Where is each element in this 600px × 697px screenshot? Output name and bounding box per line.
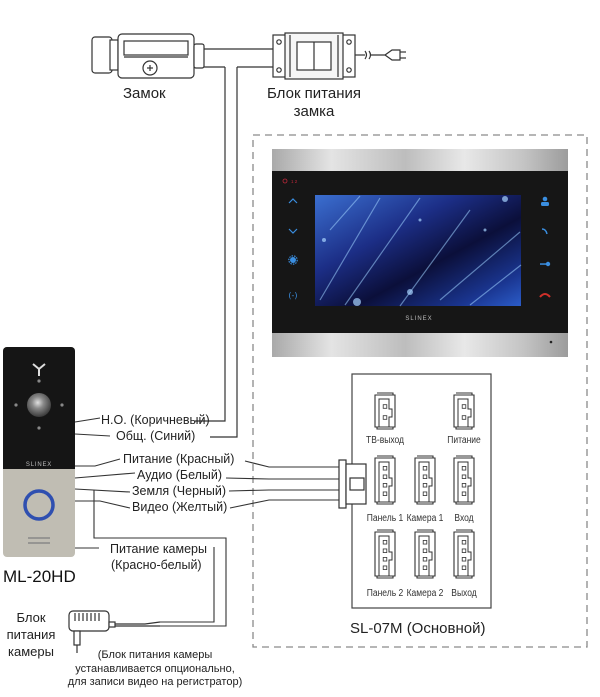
wire-label-audio: Аудио (Белый) bbox=[137, 468, 223, 482]
connector-label: Панель 2 bbox=[366, 588, 404, 599]
microphone-hole bbox=[549, 340, 553, 344]
connector-pin bbox=[382, 540, 388, 545]
connector-pin bbox=[382, 483, 388, 488]
connector-label: Камера 2 bbox=[406, 588, 444, 599]
connector-pin bbox=[461, 548, 467, 553]
note-line3: для записи видео на регистратор) bbox=[67, 676, 243, 688]
key-icon[interactable] bbox=[540, 261, 551, 267]
connector-pin bbox=[422, 474, 428, 479]
lock-label: Замок bbox=[123, 85, 166, 102]
camera-power-supply-icon bbox=[68, 610, 161, 653]
connector-5 bbox=[453, 455, 475, 505]
connector-pin bbox=[461, 557, 467, 562]
connector-pin bbox=[382, 491, 388, 496]
connector-pin bbox=[461, 404, 467, 409]
wire-label-common: Общ. (Синий) bbox=[116, 429, 196, 443]
user-icon[interactable] bbox=[541, 196, 549, 206]
connector-pin bbox=[422, 483, 428, 488]
camera-power-supply-label-line2: питания bbox=[6, 627, 56, 642]
connector-pin bbox=[422, 466, 428, 471]
wire-label-camera-power: Питание камеры bbox=[110, 542, 207, 556]
wires-panel-to-monitor bbox=[225, 460, 339, 509]
monitor: SLINEX 1 2 (-) bbox=[272, 149, 568, 357]
camera-power-supply-label-line3: камеры bbox=[8, 644, 54, 659]
lock-power-supply-label: Блок питания замка bbox=[262, 85, 366, 121]
connector-label: Панель 1 bbox=[366, 513, 404, 524]
connector-pin bbox=[382, 466, 388, 471]
connector-pin bbox=[422, 557, 428, 562]
call-button-ring[interactable] bbox=[23, 489, 55, 521]
monitor-model-label: SL-07M (Основной) bbox=[350, 620, 486, 637]
connector-label: Вход bbox=[454, 513, 474, 524]
connector-pin bbox=[382, 548, 388, 553]
connector-pin bbox=[461, 474, 467, 479]
wire-label-ground: Земля (Черный) bbox=[132, 484, 227, 498]
call-answer-icon[interactable] bbox=[541, 228, 548, 235]
camera-power-supply-label: Блок питания камеры bbox=[0, 609, 62, 660]
panel-model-label: ML-20HD bbox=[3, 567, 76, 586]
call-end-icon[interactable] bbox=[539, 293, 551, 298]
connector-pin bbox=[382, 404, 388, 409]
note-line1: (Блок питания камеры bbox=[97, 649, 213, 661]
camera-power-supply-label-line1: Блок bbox=[16, 610, 46, 625]
wire-label-video: Видео (Желтый) bbox=[132, 500, 228, 514]
connector-pin bbox=[461, 483, 467, 488]
connector-pin bbox=[382, 415, 388, 420]
connector-pin bbox=[422, 548, 428, 553]
connector-pin bbox=[461, 565, 467, 570]
wire-label-no: Н.О. (Коричневый) bbox=[101, 413, 210, 427]
monitor-enclosure bbox=[252, 134, 588, 648]
panel-leader-lines bbox=[74, 417, 227, 627]
connector-pin bbox=[422, 491, 428, 496]
antenna-logo-icon bbox=[32, 363, 46, 376]
connector-pin bbox=[461, 415, 467, 420]
mains-plug-icon bbox=[355, 49, 406, 61]
chevron-down-icon[interactable] bbox=[288, 228, 298, 234]
connector-pin bbox=[422, 565, 428, 570]
wire-label-power: Питание (Красный) bbox=[123, 452, 235, 466]
connector-pin bbox=[422, 540, 428, 545]
wire-label-camera-power-color: (Красно-белый) bbox=[111, 558, 202, 572]
connector-7 bbox=[414, 529, 436, 579]
connector-6 bbox=[374, 529, 396, 579]
connector-label: Питание bbox=[447, 435, 481, 446]
note-line2: устанавливается опционально, bbox=[75, 662, 235, 675]
connectors bbox=[374, 392, 475, 579]
connector-pin bbox=[382, 565, 388, 570]
chevron-up-icon[interactable] bbox=[288, 198, 298, 204]
monitor-brand: SLINEX bbox=[405, 316, 432, 322]
connector-label: Камера 1 bbox=[406, 513, 444, 524]
connector-pin bbox=[461, 540, 467, 545]
connector-1 bbox=[374, 392, 396, 430]
panel-brand: SLINEX bbox=[26, 462, 52, 468]
wires-lock-to-panel bbox=[195, 66, 273, 438]
connector-3 bbox=[374, 455, 396, 505]
indicator-text: 1 2 bbox=[291, 179, 298, 184]
connector-pin bbox=[382, 474, 388, 479]
connector-2 bbox=[453, 392, 475, 430]
connector-label: Выход bbox=[451, 588, 477, 599]
connector-8 bbox=[453, 529, 475, 579]
connector-label: ТВ-выход bbox=[366, 435, 404, 446]
camera-power-supply-note: (Блок питания камеры устанавливается опц… bbox=[55, 649, 255, 690]
lock-power-supply-icon bbox=[272, 32, 356, 80]
panel-plug-icon bbox=[338, 459, 367, 509]
lock-power-supply-label-line2: замка bbox=[293, 103, 335, 120]
connector-4 bbox=[414, 455, 436, 505]
gear-icon[interactable] bbox=[288, 255, 298, 265]
doorbell-panel: SLINEX bbox=[3, 347, 75, 557]
lock-power-supply-label-line1: Блок питания bbox=[267, 85, 361, 102]
connector-pin bbox=[461, 491, 467, 496]
intercom-icon[interactable]: (-) bbox=[288, 291, 297, 300]
connector-pin bbox=[382, 557, 388, 562]
power-indicator-icon bbox=[282, 178, 288, 184]
lock-icon bbox=[91, 33, 205, 79]
connector-pin bbox=[461, 466, 467, 471]
camera-lens-icon bbox=[27, 393, 51, 417]
